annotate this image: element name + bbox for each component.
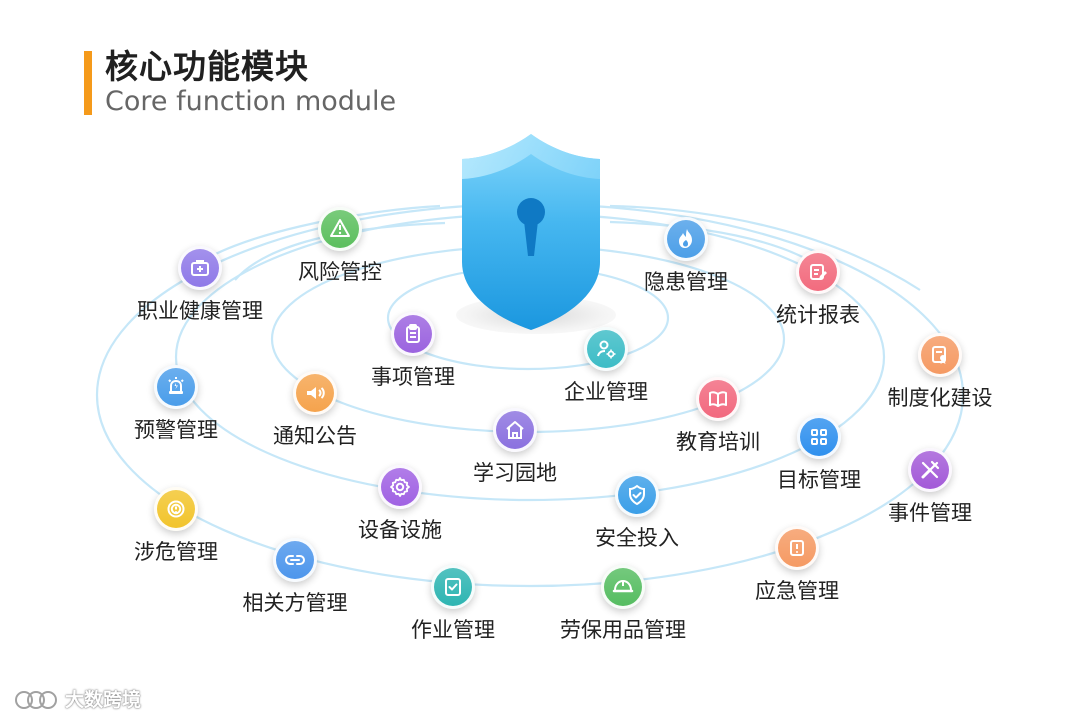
module-label: 教育培训: [676, 430, 760, 454]
watermark: 大数跨境: [14, 686, 141, 714]
module-18: 作业管理: [453, 587, 454, 588]
module-label: 相关方管理: [243, 591, 348, 615]
alarm-light-icon: [154, 365, 198, 409]
hazard-circle-icon: [154, 487, 198, 531]
shield-check-icon: [615, 473, 659, 517]
module-8: 预警管理: [176, 387, 177, 388]
module-label: 设备设施: [358, 518, 442, 542]
warning-triangle-icon: [318, 207, 362, 251]
module-label: 事项管理: [371, 365, 455, 389]
gear-icon: [378, 465, 422, 509]
watermark-logo-icon: [14, 688, 59, 712]
module-12: 目标管理: [819, 437, 820, 438]
module-14: 事件管理: [930, 470, 931, 471]
module-label: 目标管理: [777, 468, 861, 492]
module-label: 职业健康管理: [137, 299, 263, 323]
helmet-icon: [601, 565, 645, 609]
module-label: 隐患管理: [644, 270, 728, 294]
module-2: 隐患管理: [686, 239, 687, 240]
module-label: 劳保用品管理: [560, 618, 686, 642]
module-1: 风险管控: [340, 229, 341, 230]
flame-icon: [664, 217, 708, 261]
module-15: 安全投入: [637, 495, 638, 496]
keyhole-shield-icon: [458, 130, 604, 335]
module-7: 制度化建设: [940, 355, 941, 356]
module-label: 企业管理: [564, 380, 648, 404]
module-3: 职业健康管理: [200, 268, 201, 269]
module-label: 作业管理: [411, 618, 495, 642]
module-label: 制度化建设: [888, 386, 993, 410]
module-label: 预警管理: [134, 418, 218, 442]
grid-apps-icon: [797, 415, 841, 459]
module-20: 应急管理: [797, 548, 798, 549]
clipboard-icon: [391, 312, 435, 356]
module-label: 事件管理: [888, 501, 972, 525]
tools-icon: [908, 448, 952, 492]
medical-kit-icon: [178, 246, 222, 290]
module-11: 教育培训: [718, 399, 719, 400]
module-4: 统计报表: [818, 272, 819, 273]
module-19: 劳保用品管理: [623, 587, 624, 588]
module-13: 设备设施: [400, 487, 401, 488]
module-label: 安全投入: [595, 526, 679, 550]
module-17: 相关方管理: [295, 560, 296, 561]
module-label: 应急管理: [755, 579, 839, 603]
module-label: 统计报表: [776, 303, 860, 327]
speaker-icon: [293, 371, 337, 415]
module-label: 风险管控: [298, 260, 382, 284]
watermark-text: 大数跨境: [65, 689, 141, 711]
home-icon: [493, 408, 537, 452]
module-5: 事项管理: [413, 334, 414, 335]
module-9: 通知公告: [315, 393, 316, 394]
edit-report-icon: [796, 250, 840, 294]
module-label: 涉危管理: [134, 540, 218, 564]
module-label: 学习园地: [473, 461, 557, 485]
user-gear-icon: [584, 327, 628, 371]
book-icon: [696, 377, 740, 421]
module-6: 企业管理: [606, 349, 607, 350]
link-icon: [273, 538, 317, 582]
module-label: 通知公告: [273, 424, 357, 448]
certificate-icon: [918, 333, 962, 377]
emergency-box-icon: [775, 526, 819, 570]
checklist-icon: [431, 565, 475, 609]
module-10: 学习园地: [515, 430, 516, 431]
module-16: 涉危管理: [176, 509, 177, 510]
